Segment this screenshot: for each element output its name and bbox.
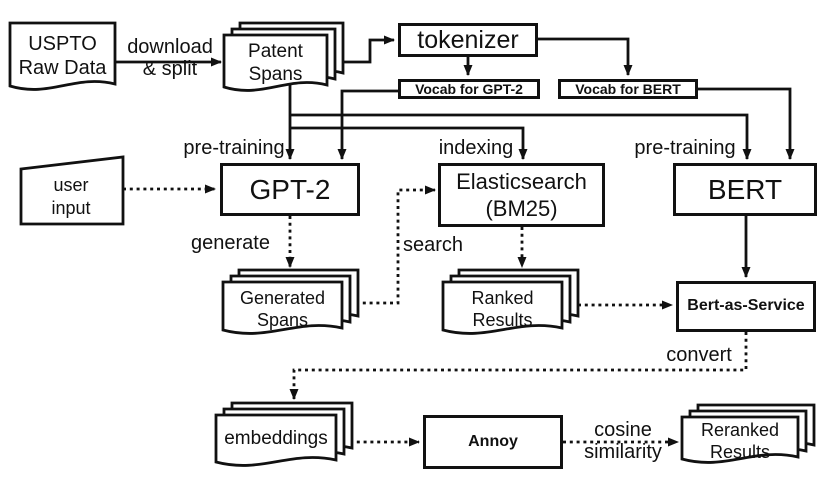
annoy-label: Annoy [468, 432, 518, 450]
node-gpt2: GPT-2 [220, 163, 360, 216]
node-tokenizer: tokenizer [398, 23, 538, 57]
edge-patent-spans-to-elasticsearch [290, 126, 528, 160]
node-annoy: Annoy [423, 415, 563, 469]
uspto-document-shape [8, 21, 117, 91]
gpt2-label: GPT-2 [249, 173, 331, 205]
edge-patent-spans-to-tokenizer [338, 35, 395, 64]
edge-vocab-bert-to-bert [697, 87, 795, 160]
node-vocab-gpt2: Vocab for GPT-2 [398, 79, 540, 99]
embeddings-stack-shape [214, 401, 354, 467]
patent-spans-stack-shape [222, 21, 345, 92]
elasticsearch-label-line1: Elasticsearch [456, 169, 587, 194]
vocab-gpt2-label: Vocab for GPT-2 [415, 81, 523, 97]
edge-patent-spans-to-bert [290, 113, 752, 160]
tokenizer-label: tokenizer [417, 25, 519, 54]
node-elasticsearch: Elasticsearch (BM25) [438, 163, 605, 227]
node-bert: BERT [673, 163, 817, 216]
vocab-bert-label: Vocab for BERT [575, 81, 681, 97]
generated-spans-stack-shape [221, 268, 360, 335]
user-input-shape [19, 155, 125, 226]
elasticsearch-label-line2: (BM25) [485, 196, 558, 221]
reranked-results-stack-shape [680, 403, 816, 464]
node-bert-as-service: Bert-as-Service [676, 281, 816, 332]
edge-tokenizer-to-vocab-bert [538, 37, 633, 76]
ranked-results-stack-shape [441, 268, 580, 335]
bert-as-service-label: Bert-as-Service [687, 297, 805, 315]
edge-bert-as-service-convert-embeddings [289, 332, 748, 400]
node-vocab-bert: Vocab for BERT [558, 79, 698, 99]
edge-vocab-gpt2-to-gpt2 [337, 89, 398, 160]
edge-generated-spans-search-elasticsearch [356, 185, 436, 305]
bert-label: BERT [707, 173, 783, 205]
